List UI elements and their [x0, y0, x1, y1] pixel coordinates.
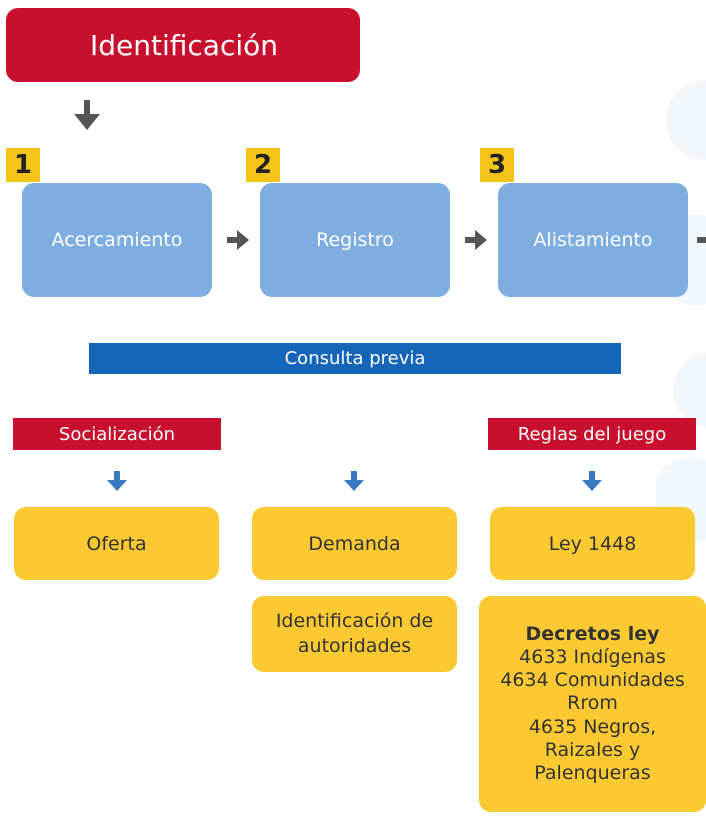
title-text: Identificación	[90, 28, 279, 62]
decretos-line: Rrom	[567, 692, 618, 715]
step-label: Registro	[316, 229, 394, 251]
consulta-previa-bar: Consulta previa	[89, 343, 621, 374]
arrow-down-blue-icon	[344, 471, 364, 491]
ley-1448-label: Ley 1448	[548, 532, 637, 555]
identificacion-autoridades-line-1: Identificación de	[275, 610, 434, 633]
socializacion-label: Socialización	[13, 418, 221, 450]
step-box-acercamiento: Acercamiento	[22, 183, 212, 297]
decretos-heading: Decretos ley	[525, 622, 660, 645]
oferta-box: Oferta	[14, 507, 219, 580]
step-badge-3: 3	[480, 148, 514, 182]
ley-1448-box: Ley 1448	[490, 507, 695, 580]
background-decoration	[656, 80, 706, 542]
decretos-line: Palenqueras	[534, 761, 651, 784]
arrow-down-blue-icon	[582, 471, 602, 491]
decretos-line: 4633 Indígenas	[519, 646, 666, 669]
reglas-del-juego-label: Reglas del juego	[488, 418, 696, 450]
step-badge-2: 2	[246, 148, 280, 182]
arrow-right-icon	[227, 230, 249, 250]
step-badge-1: 1	[6, 148, 40, 182]
identificacion-autoridades-box: Identificación de autoridades	[252, 596, 457, 672]
identificacion-autoridades-line-2: autoridades	[297, 635, 412, 657]
decretos-ley-box: Decretos ley 4633 Indígenas 4634 Comunid…	[479, 596, 706, 812]
oferta-label: Oferta	[86, 532, 147, 555]
arrow-right-icon	[465, 230, 487, 250]
arrow-down-blue-icon	[107, 471, 127, 491]
title-box: Identificación	[6, 8, 360, 82]
arrow-down-icon	[74, 100, 100, 130]
decretos-line: Raizales y	[544, 738, 641, 761]
decretos-line: 4634 Comunidades	[500, 669, 685, 692]
decretos-line: 4635 Negros,	[528, 715, 657, 738]
demanda-box: Demanda	[252, 507, 457, 580]
demanda-label: Demanda	[308, 532, 401, 555]
step-label: Acercamiento	[51, 229, 183, 251]
step-label: Alistamiento	[533, 229, 653, 251]
step-box-alistamiento: Alistamiento	[498, 183, 688, 297]
consulta-previa-label: Consulta previa	[284, 348, 426, 369]
arrow-right-partial-icon	[697, 237, 706, 243]
step-box-registro: Registro	[260, 183, 450, 297]
